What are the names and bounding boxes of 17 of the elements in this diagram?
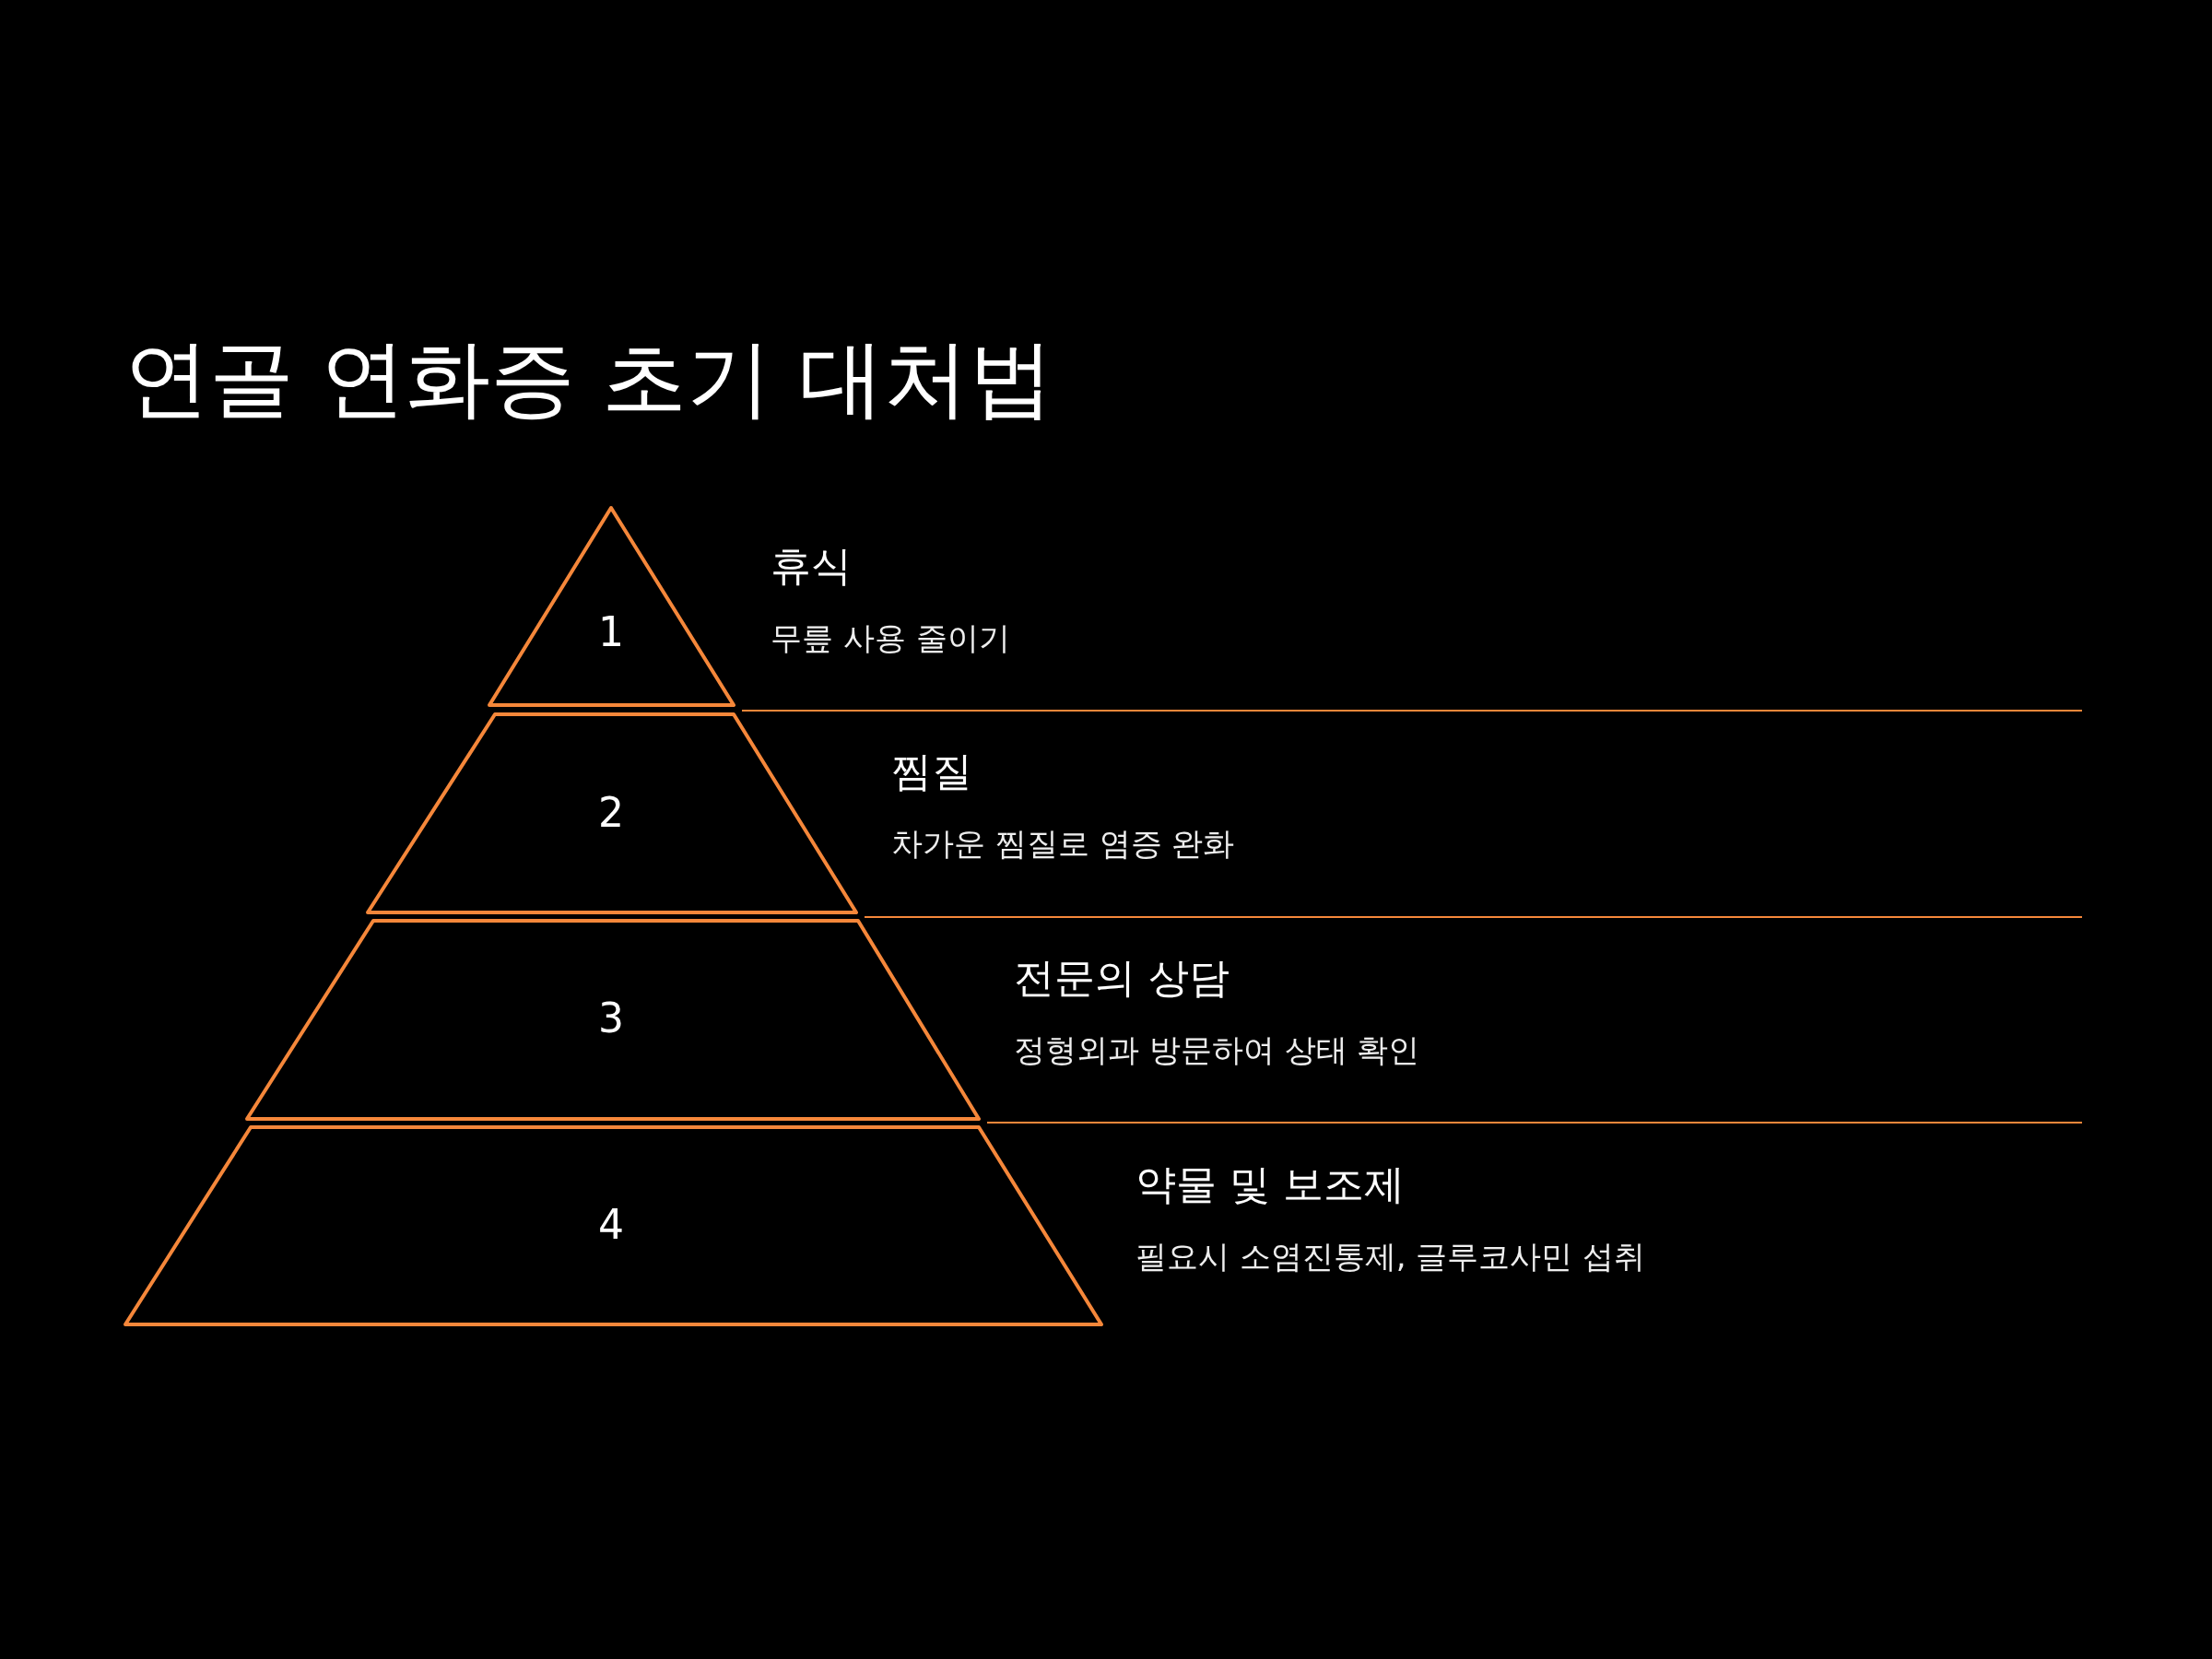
- tier-heading: 전문의 상담: [1014, 956, 1230, 1001]
- pyramid-tier: [368, 714, 856, 912]
- tier-number: 4: [598, 1205, 624, 1245]
- tier-number: 1: [598, 612, 624, 653]
- pyramid-top-triangle: [489, 508, 734, 705]
- tier-heading: 약물 및 보조제: [1135, 1162, 1405, 1207]
- tier-description: 차가운 찜질로 염증 완화: [891, 827, 1235, 862]
- tier-description: 필요시 소염진통제, 글루코사민 섭취: [1135, 1240, 1646, 1275]
- title: 연골 연화증 초기 대처법: [124, 332, 1053, 426]
- tier-heading: 휴식: [771, 544, 852, 589]
- pyramid-tier: [125, 1127, 1101, 1324]
- tier-number: 3: [598, 998, 624, 1039]
- tier-number: 2: [598, 793, 624, 833]
- tier-description: 무릎 사용 줄이기: [771, 621, 1010, 656]
- pyramid-tier: [247, 921, 979, 1119]
- tier-description: 정형외과 방문하여 상태 확인: [1014, 1033, 1420, 1068]
- tier-heading: 찜질: [891, 749, 972, 794]
